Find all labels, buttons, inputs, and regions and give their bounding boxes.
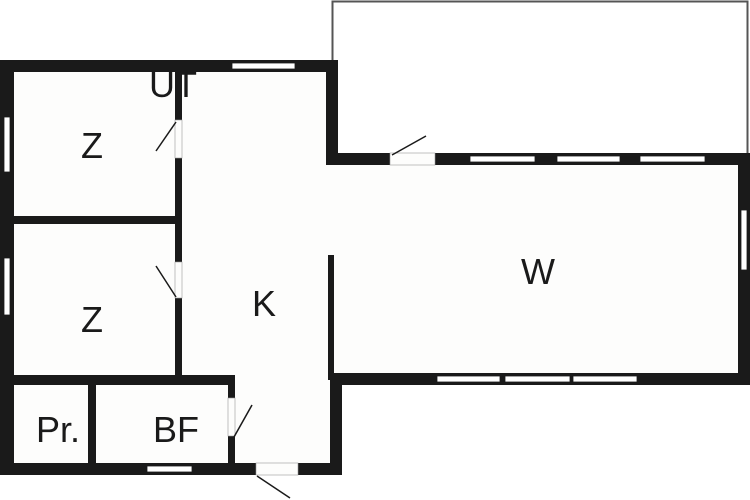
floor-area [14,72,740,465]
door-opening [174,261,183,299]
window [639,155,706,163]
window [740,209,748,271]
wall-pantry [88,380,96,470]
window [3,257,11,316]
door-swing [233,404,253,438]
wall-bedrooms [14,216,182,224]
room-label-bedroom-1: Z [81,125,103,166]
room-label-kitchen: K [252,283,276,324]
room-label-bathroom: BF [153,409,199,450]
door-swing [256,475,291,499]
door-swing [155,265,177,298]
door-opening [255,462,299,476]
door-swing [155,121,177,152]
wall-bedroom-kitchen [175,72,182,380]
door-opening [389,152,436,166]
door-swings [155,121,427,499]
window [146,465,193,473]
wall-kitchen-right [330,373,342,475]
door-opening [174,119,183,159]
room-label-pantry: Pr. [36,409,80,450]
wall-living-partial [328,255,334,380]
window [556,155,621,163]
window [231,62,296,70]
window [3,116,11,173]
wall-bath-top [14,375,235,385]
door-openings [174,119,436,476]
wall-upper-right [326,60,338,165]
window [572,375,638,383]
terrace-outline [331,0,749,159]
door-opening [227,397,236,437]
window [436,375,501,383]
window [504,375,571,383]
door-swing [391,135,427,156]
window [469,155,536,163]
room-label-living: W [521,251,555,292]
room-label-bedroom-2: Z [81,299,103,340]
